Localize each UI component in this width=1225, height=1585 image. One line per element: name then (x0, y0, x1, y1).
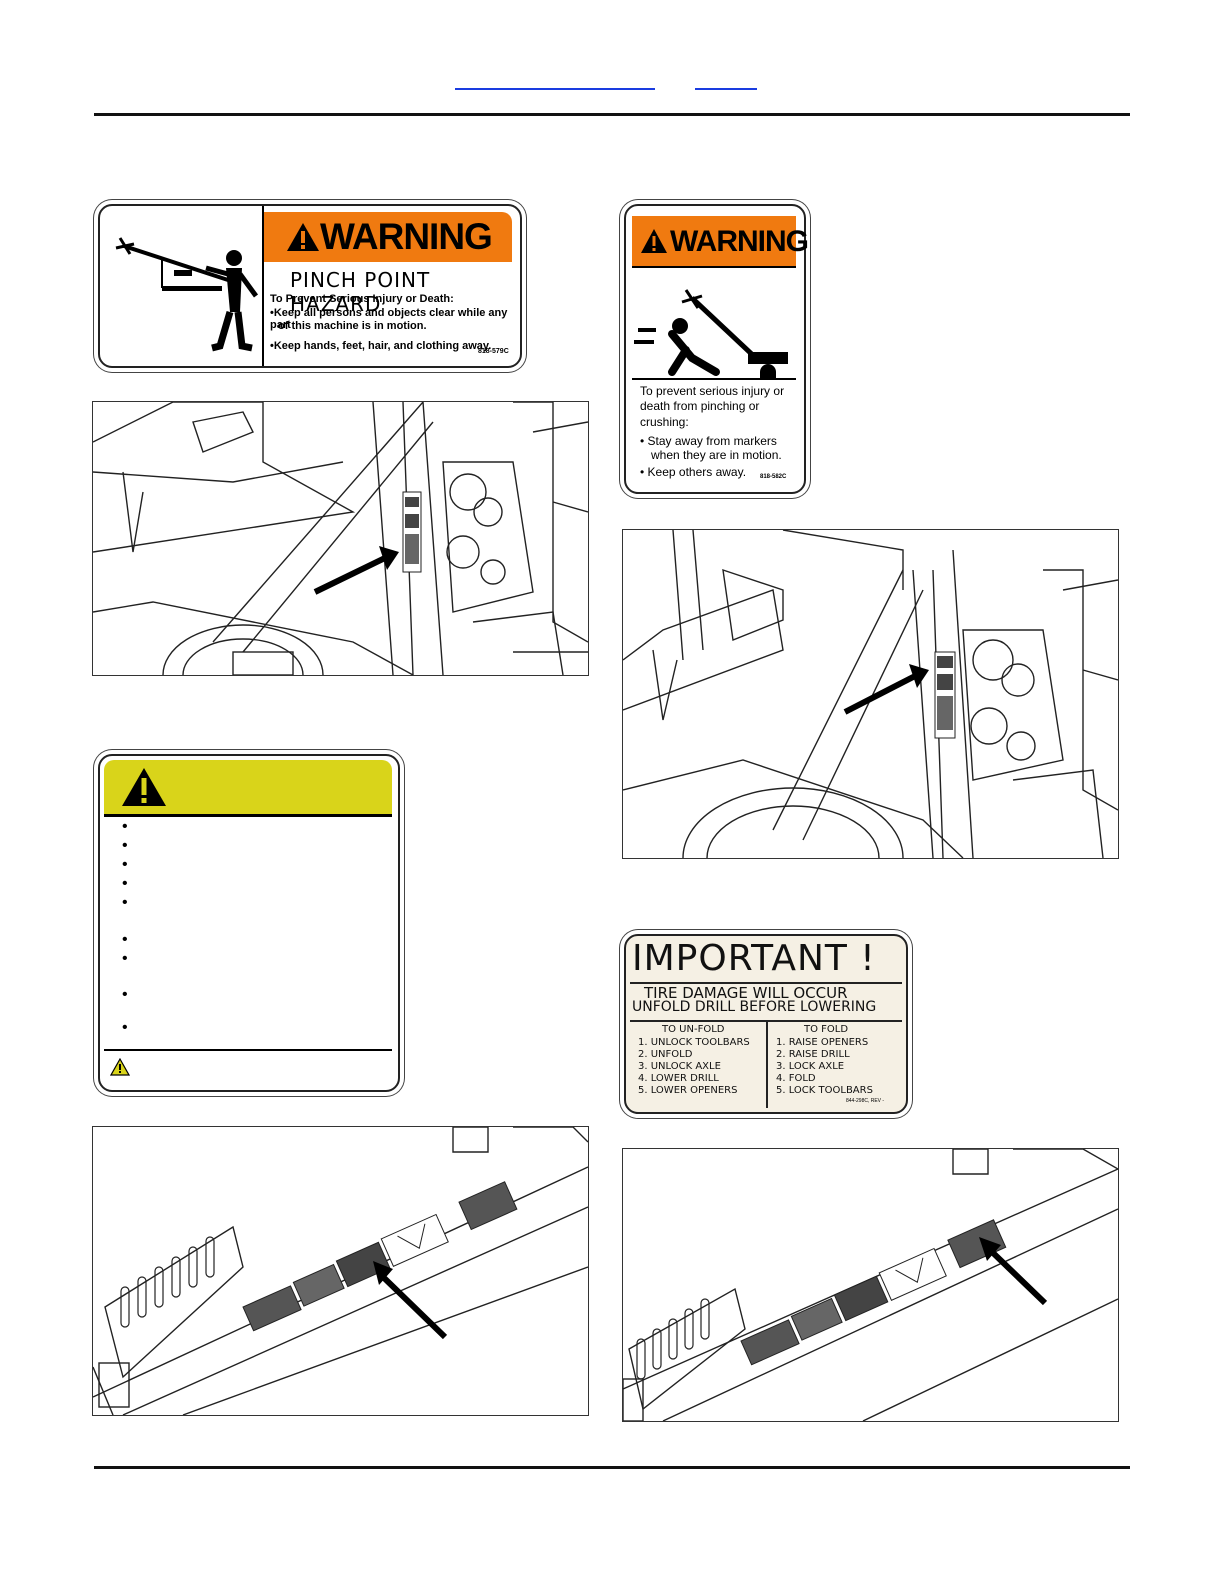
fold-step-3: 3. LOCK AXLE (776, 1061, 845, 1072)
marker-warning-decal: WARNING To prevent serious injury or dea… (624, 204, 809, 494)
important-title: IMPORTANT ! (632, 938, 876, 979)
header-rule (94, 113, 1130, 116)
unfold-step-3: 3. UNLOCK AXLE (638, 1061, 721, 1072)
header-link-2[interactable] (695, 88, 757, 90)
warning-header: WARNING (264, 212, 512, 262)
small-warning-triangle-icon (110, 1058, 130, 1076)
caution-decal: • • • • • • • • • (98, 754, 400, 1092)
signal-word: WARNING (670, 225, 809, 258)
marker-text-3: crushing: (640, 415, 689, 429)
warning-header: WARNING (632, 216, 809, 268)
warning-triangle-icon (122, 768, 166, 806)
pinch-point-pictogram (115, 237, 259, 352)
decal-location-photo-3 (92, 1126, 589, 1416)
decal-location-photo-2 (622, 529, 1119, 859)
unfold-step-5: 5. LOWER OPENERS (638, 1085, 738, 1096)
warning-triangle-icon (287, 223, 319, 251)
important-unfold-decal: IMPORTANT ! TIRE DAMAGE WILL OCCUR UNFOL… (624, 934, 908, 1114)
bullet-1a: •Keep all persons and objects clear whil… (270, 307, 508, 331)
fold-step-4: 4. FOLD (776, 1073, 816, 1084)
hazard-title: PINCH POINT HAZARD (290, 268, 431, 316)
caution-header (104, 760, 392, 817)
decal-location-photo-4 (622, 1148, 1119, 1422)
unfold-header: TO UN-FOLD (662, 1024, 725, 1035)
important-line-2: UNFOLD DRILL BEFORE LOWERING (632, 999, 877, 1015)
marker-text-2: death from pinching or (640, 399, 760, 413)
bullet-1b: of this machine is in motion. (278, 320, 427, 332)
signal-word: WARNING (320, 216, 493, 257)
decal-code: 818-582C (760, 474, 787, 480)
marker-text-1: To prevent serious injury or (640, 384, 785, 398)
fold-step-5: 5. LOCK TOOLBARS (776, 1085, 873, 1096)
footer-rule (94, 1466, 1130, 1469)
warning-triangle-icon (641, 229, 667, 253)
marker-bullet-1b: when they are in motion. (651, 448, 782, 462)
intro-text: To Prevent Serious Injury or Death: (270, 293, 454, 305)
decal-code: 844-298C, REV - (846, 1098, 885, 1104)
fold-step-2: 2. RAISE DRILL (776, 1049, 850, 1060)
decal-code: 818-579C (478, 348, 509, 355)
marker-bullet-1a: • Stay away from markers (640, 434, 777, 448)
decal-location-photo-1 (92, 401, 589, 676)
unfold-step-4: 4. LOWER DRILL (638, 1073, 719, 1084)
crush-hazard-pictogram (634, 289, 788, 380)
header-link-1[interactable] (455, 88, 655, 90)
marker-bullet-2: • Keep others away. (640, 465, 747, 479)
important-line-1: TIRE DAMAGE WILL OCCUR (644, 984, 848, 1002)
fold-step-1: 1. RAISE OPENERS (776, 1037, 869, 1048)
unfold-step-2: 2. UNFOLD (638, 1049, 693, 1060)
fold-header: TO FOLD (804, 1024, 849, 1035)
pinch-point-warning-decal: WARNING PINCH POINT HAZARD To Prevent Se… (98, 204, 522, 368)
unfold-step-1: 1. UNLOCK TOOLBARS (638, 1037, 750, 1048)
bullet-2: •Keep hands, feet, hair, and clothing aw… (270, 340, 492, 352)
